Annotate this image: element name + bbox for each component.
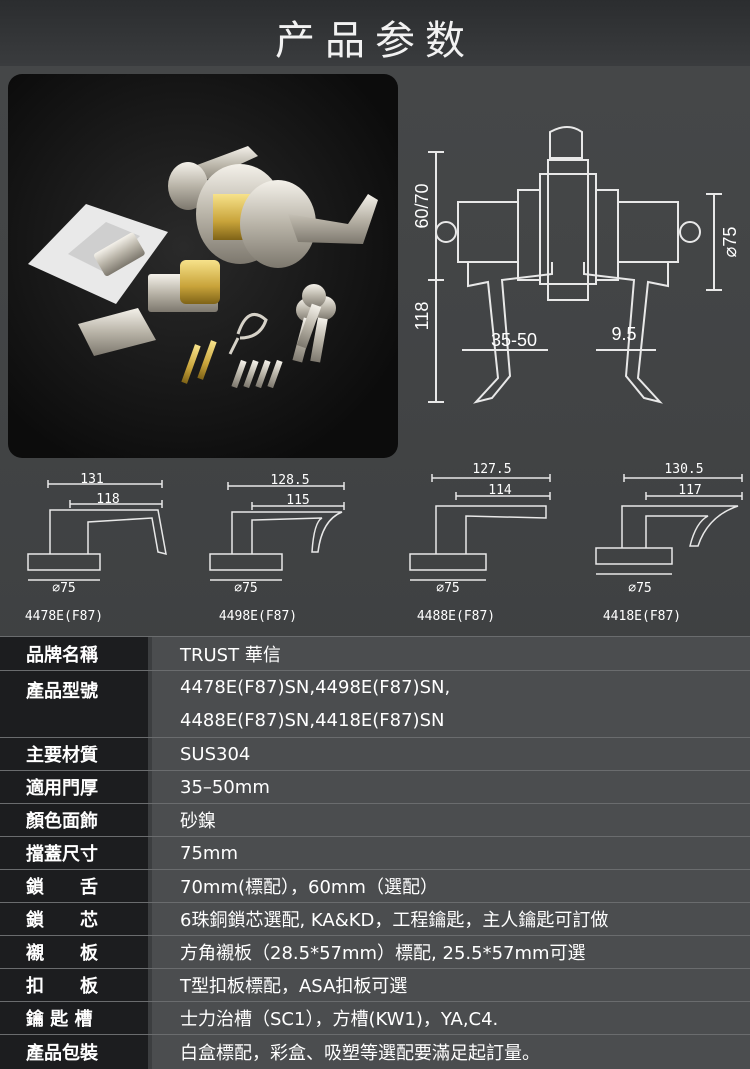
model-drawing-4418E: 130.5 117 ⌀75 4418E(F87) — [595, 462, 743, 624]
spec-label: 鑰 匙 槽 — [0, 1002, 148, 1034]
model-name: 4478E(F87) — [25, 609, 103, 624]
spec-row-door-thickness: 適用門厚 35–50mm — [0, 770, 750, 803]
spec-row-backplate: 襯 板 方角襯板（28.5*57mm）標配, 25.5*57mm可選 — [0, 935, 750, 968]
spec-value-line: 4488E(F87)SN,4418E(F87)SN — [180, 710, 445, 731]
spec-row-finish: 顏色面飾 砂鎳 — [0, 803, 750, 836]
spec-value: SUS304 — [152, 738, 750, 770]
page-title: 产品参数 — [275, 18, 475, 64]
spec-value: 4478E(F87)SN,4498E(F87)SN, 4488E(F87)SN,… — [152, 671, 750, 737]
spec-value-line: T型扣板標配，ASA扣板可選 — [180, 976, 408, 997]
spec-value-line: 砂鎳 — [180, 811, 216, 832]
spec-label: 鎖 芯 — [0, 903, 148, 935]
spec-row-rose-size: 擋蓋尺寸 75mm — [0, 836, 750, 869]
model-drawings: 131 118 ⌀75 4478E(F87) 128.5 115 ⌀75 449… — [25, 462, 743, 624]
spec-row-packaging: 產品包裝 白盒標配，彩盒、吸塑等選配要滿足起訂量。 — [0, 1034, 750, 1069]
spec-value: 35–50mm — [152, 771, 750, 803]
spec-label: 擋蓋尺寸 — [0, 837, 148, 869]
spec-row-model: 產品型號 4478E(F87)SN,4498E(F87)SN, 4488E(F8… — [0, 670, 750, 737]
spec-label: 襯 板 — [0, 936, 148, 968]
model-rose-dim: ⌀75 — [436, 581, 459, 596]
model-overall-dim: 130.5 — [664, 462, 703, 477]
model-rose-dim: ⌀75 — [628, 581, 651, 596]
spec-value: 砂鎳 — [152, 804, 750, 836]
spec-label: 扣 板 — [0, 969, 148, 1001]
model-name: 4498E(F87) — [219, 609, 297, 624]
spec-value-line: 35–50mm — [180, 776, 270, 798]
strike-plate — [94, 232, 145, 277]
model-overall-dim: 131 — [80, 472, 103, 487]
model-name: 4418E(F87) — [603, 609, 681, 624]
spec-label: 鎖 舌 — [0, 870, 148, 902]
model-drawing-4498E: 128.5 115 ⌀75 4498E(F87) — [209, 473, 345, 624]
model-drawing-4488E: 127.5 114 ⌀75 4488E(F87) — [409, 462, 551, 624]
spec-value-line: SUS304 — [180, 743, 251, 765]
spec-value-line: 士力治槽（SC1），方槽(KW1)，YA,C4. — [180, 1009, 499, 1030]
spec-value-line: 75mm — [180, 842, 238, 864]
model-rose-dim: ⌀75 — [52, 581, 75, 596]
model-name: 4488E(F87) — [417, 609, 495, 624]
model-lever-dim: 115 — [286, 493, 309, 508]
model-drawing-4478E: 131 118 ⌀75 4478E(F87) — [25, 472, 167, 624]
thrust-plate — [78, 308, 156, 356]
model-lever-dim: 117 — [678, 483, 701, 498]
model-overall-dim: 127.5 — [472, 462, 511, 477]
spec-value: T型扣板標配，ASA扣板可選 — [152, 969, 750, 1001]
spec-label: 適用門厚 — [0, 771, 148, 803]
spec-value: 6珠銅鎖芯選配, KA&KD，工程鑰匙，主人鑰匙可訂做 — [152, 903, 750, 935]
model-overall-dim: 128.5 — [270, 473, 309, 488]
spec-value-line: 6珠銅鎖芯選配, KA&KD，工程鑰匙，主人鑰匙可訂做 — [180, 910, 609, 931]
model-lever-dim: 114 — [488, 483, 512, 498]
dim-top: 60/70 — [412, 183, 432, 228]
spec-value: 士力治槽（SC1），方槽(KW1)，YA,C4. — [152, 1002, 750, 1034]
spec-value-line: 方角襯板（28.5*57mm）標配, 25.5*57mm可選 — [180, 943, 586, 964]
spec-row-keyway: 鑰 匙 槽 士力治槽（SC1），方槽(KW1)，YA,C4. — [0, 1001, 750, 1034]
spec-value-line: 白盒標配，彩盒、吸塑等選配要滿足起訂量。 — [180, 1043, 540, 1064]
spec-label: 主要材質 — [0, 738, 148, 770]
product-photo — [8, 74, 398, 458]
model-lever-dim: 118 — [96, 492, 119, 507]
spec-value: 70mm(標配），60mm（選配） — [152, 870, 750, 902]
product-photo-illustration — [28, 146, 378, 389]
spec-value: 白盒標配，彩盒、吸塑等選配要滿足起訂量。 — [152, 1035, 750, 1069]
spec-value-line: 70mm(標配），60mm（選配） — [180, 877, 438, 898]
spec-value-line: 4478E(F87)SN,4498E(F87)SN, — [180, 677, 451, 698]
spec-value: TRUST 華信 — [152, 637, 750, 670]
dim-diameter: ⌀75 — [720, 227, 740, 258]
spec-value: 方角襯板（28.5*57mm）標配, 25.5*57mm可選 — [152, 936, 750, 968]
model-rose-dim: ⌀75 — [234, 581, 257, 596]
dim-backset: 35-50 — [491, 330, 537, 350]
screws — [231, 359, 283, 389]
spec-label: 產品包裝 — [0, 1035, 148, 1069]
spec-value-line: TRUST 華信 — [180, 644, 281, 666]
dim-side: 118 — [412, 302, 432, 331]
rose-front — [240, 180, 316, 268]
lever-handle-front — [288, 194, 378, 244]
dim-depth: 9.5 — [611, 324, 636, 344]
title-banner: 产品参数 — [0, 0, 750, 66]
spec-row-latch: 鎖 舌 70mm(標配），60mm（選配） — [0, 869, 750, 902]
spec-label: 顏色面飾 — [0, 804, 148, 836]
spec-row-material: 主要材質 SUS304 — [0, 737, 750, 770]
spec-label: 產品型號 — [0, 671, 148, 737]
keys — [292, 284, 336, 363]
spec-label: 品牌名稱 — [0, 637, 148, 670]
spec-table: 品牌名稱 TRUST 華信 產品型號 4478E(F87)SN,4498E(F8… — [0, 636, 750, 1069]
spring-pin — [228, 312, 268, 355]
main-dimension-drawing: 60/70 118 35-50 9.5 ⌀75 — [412, 126, 740, 404]
spec-row-cylinder: 鎖 芯 6珠銅鎖芯選配, KA&KD，工程鑰匙，主人鑰匙可訂做 — [0, 902, 750, 935]
spec-row-brand: 品牌名稱 TRUST 華信 — [0, 636, 750, 670]
spec-value: 75mm — [152, 837, 750, 869]
spec-row-strike: 扣 板 T型扣板標配，ASA扣板可選 — [0, 968, 750, 1001]
